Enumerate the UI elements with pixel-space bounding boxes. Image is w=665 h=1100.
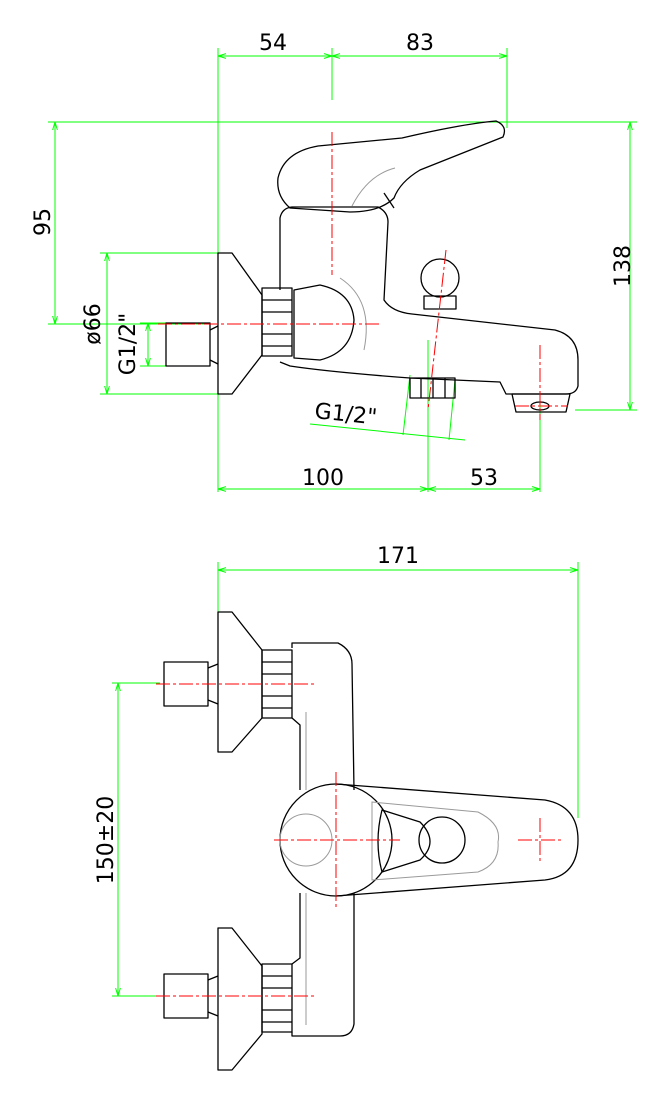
dim-54: 54: [259, 31, 287, 56]
dim-171: 171: [377, 544, 419, 569]
top-view-faucet-body: [163, 611, 579, 1071]
side-view-centerlines: [158, 132, 568, 420]
dim-center-distance: 150±20: [94, 796, 119, 884]
dim-95: 95: [31, 208, 56, 236]
side-view-dimension-lines: [48, 48, 637, 492]
top-view: 171 150±20: [94, 544, 579, 1071]
dim-inlet-thread: G1/2": [116, 313, 141, 376]
dim-100: 100: [302, 466, 344, 491]
dim-53: 53: [470, 466, 498, 491]
top-view-dimension-lines: [112, 562, 579, 997]
side-view-faucet-body: [165, 120, 579, 413]
dim-flange-diameter: ø66: [81, 303, 106, 344]
dim-138: 138: [611, 245, 636, 287]
side-view-dimension-texts: 54 83 95 138 ø66 G1/2" G1/2" 100 53: [31, 31, 636, 491]
top-view-dimension-texts: 171 150±20: [94, 544, 419, 884]
top-view-centerlines: [156, 683, 562, 997]
side-view: 54 83 95 138 ø66 G1/2" G1/2" 100 53: [31, 31, 637, 492]
dim-83: 83: [406, 31, 434, 56]
